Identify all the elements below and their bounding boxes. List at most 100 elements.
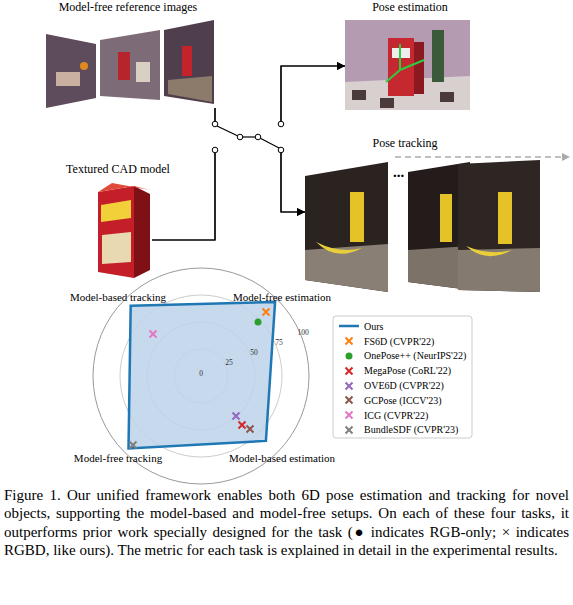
cross-marker bbox=[346, 426, 353, 433]
legend-text: Ours bbox=[364, 321, 383, 332]
legend: OursFS6D (CVPR'22)OnePose++ (NeurIPS'22)… bbox=[336, 319, 470, 437]
photo-floor-tile bbox=[440, 92, 454, 102]
photo-object bbox=[388, 38, 414, 96]
box-top bbox=[98, 183, 150, 192]
flow-arrow bbox=[215, 66, 345, 124]
axis-label: Model-based estimation bbox=[229, 452, 335, 465]
legend-entry: FS6D (CVPR'22) bbox=[336, 334, 470, 349]
cross-marker bbox=[150, 331, 157, 338]
switch-contact bbox=[212, 147, 218, 153]
cross-marker bbox=[346, 338, 353, 345]
axis-label: Model-based tracking bbox=[70, 291, 166, 304]
radar-area bbox=[129, 302, 276, 449]
switch-contact bbox=[278, 121, 284, 127]
legend-entry: OnePose++ (NeurIPS'22) bbox=[336, 349, 470, 364]
legend-entry: BundleSDF (CVPR'23) bbox=[336, 423, 470, 438]
cross-marker bbox=[233, 413, 240, 420]
legend-swatch bbox=[336, 394, 362, 406]
switch-blade bbox=[258, 137, 279, 148]
switch-pivot bbox=[255, 134, 261, 140]
panel-heading: Pose estimation bbox=[372, 1, 448, 15]
cross-marker bbox=[263, 309, 270, 316]
legend-swatch bbox=[336, 335, 362, 347]
legend-entry: Ours bbox=[336, 319, 470, 334]
image-panel: Pose estimation bbox=[345, 20, 470, 110]
photo-floor-tile bbox=[352, 90, 366, 100]
video-frame bbox=[305, 162, 388, 292]
panel-heading: Textured CAD model bbox=[66, 163, 170, 177]
photo bbox=[46, 34, 96, 108]
axis-label: Model-free estimation bbox=[233, 291, 331, 304]
legend-swatch bbox=[336, 409, 362, 421]
cross-marker bbox=[346, 397, 353, 404]
switch-contact bbox=[212, 121, 218, 127]
photo-object bbox=[168, 76, 212, 102]
frame-object bbox=[440, 194, 452, 242]
axis-label: Model-free tracking bbox=[74, 452, 162, 465]
legend-frame bbox=[333, 316, 472, 438]
cad-model bbox=[98, 183, 150, 278]
legend-entry: GCPose (ICCV'23) bbox=[336, 393, 470, 408]
switch-contact bbox=[278, 147, 284, 153]
photo-floor-tile bbox=[380, 98, 394, 108]
panel-heading: Model-free reference images bbox=[59, 1, 198, 15]
legend-text: OnePose++ (NeurIPS'22) bbox=[364, 350, 466, 361]
photo bbox=[100, 30, 160, 100]
photo-object bbox=[182, 46, 192, 76]
axis-tick: 75 bbox=[275, 339, 283, 348]
box-picture bbox=[102, 232, 131, 264]
cross-marker bbox=[346, 382, 353, 389]
figure-caption: Figure 1. Our unified framework enables … bbox=[4, 486, 569, 559]
legend-text: ICG (CVPR'22) bbox=[364, 410, 428, 421]
legend-text: BundleSDF (CVPR'23) bbox=[364, 424, 458, 435]
photo-object bbox=[414, 42, 424, 94]
box-logo bbox=[101, 200, 131, 222]
flow-arrow bbox=[152, 150, 305, 240]
photo-object bbox=[136, 62, 150, 82]
ellipsis-mark: ... bbox=[393, 164, 404, 181]
legend-swatch bbox=[336, 380, 362, 392]
image-panel: Textured CAD model bbox=[95, 182, 152, 278]
time-arrow bbox=[395, 156, 562, 158]
time-arrow-head bbox=[562, 153, 570, 161]
image-panel: Model-free reference images bbox=[42, 20, 222, 108]
panel-heading: Pose tracking bbox=[373, 137, 438, 151]
switch-pivot bbox=[237, 134, 243, 140]
reference-photos bbox=[46, 20, 214, 108]
pose-axis bbox=[400, 60, 424, 70]
legend-swatch bbox=[336, 424, 362, 436]
frame-object bbox=[350, 192, 364, 242]
legend-entry: MegaPose (CoRL'22) bbox=[336, 363, 470, 378]
estimation-photo bbox=[345, 20, 470, 110]
dot-marker bbox=[346, 352, 353, 359]
box-front bbox=[98, 186, 134, 278]
frame-object bbox=[498, 192, 512, 244]
legend-entry: ICG (CVPR'22) bbox=[336, 408, 470, 423]
radar-grid bbox=[120, 295, 282, 457]
cross-marker bbox=[130, 442, 137, 449]
tracking-frames bbox=[305, 153, 570, 292]
legend-entry: OVE6D (CVPR'22) bbox=[336, 378, 470, 393]
cross-marker bbox=[346, 367, 353, 374]
legend-text: GCPose (ICCV'23) bbox=[364, 395, 442, 406]
photo bbox=[345, 20, 470, 110]
cross-marker bbox=[346, 412, 353, 419]
cross-marker bbox=[247, 426, 254, 433]
photo-object bbox=[56, 72, 80, 86]
video-frame bbox=[458, 160, 540, 292]
legend-swatch bbox=[336, 350, 362, 362]
switch-blade bbox=[217, 126, 240, 137]
dot-marker bbox=[255, 319, 262, 326]
axis-tick: 50 bbox=[250, 349, 258, 358]
line-sample bbox=[339, 325, 359, 328]
legend-swatch bbox=[336, 365, 362, 377]
axis-tick: 0 bbox=[199, 370, 203, 379]
frame-object bbox=[466, 246, 512, 256]
axis-tick: 100 bbox=[297, 329, 308, 338]
pose-axis bbox=[399, 44, 401, 70]
cross-marker bbox=[239, 422, 246, 429]
photo-object bbox=[80, 62, 88, 70]
switch-link bbox=[240, 136, 258, 137]
photo-object bbox=[432, 30, 444, 82]
image-panel: Pose tracking... bbox=[305, 162, 540, 292]
